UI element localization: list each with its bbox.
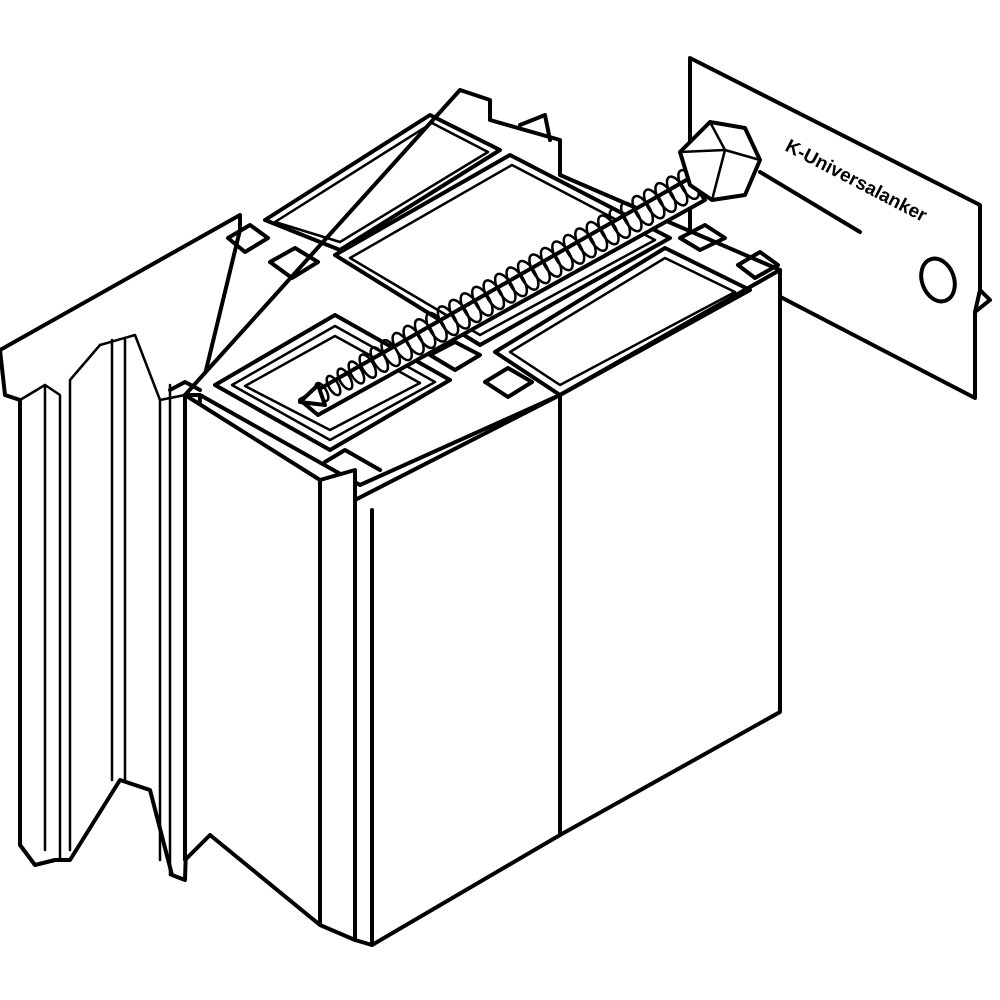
thread-ring bbox=[336, 367, 354, 391]
thread-ring bbox=[413, 318, 437, 350]
thread-ring bbox=[539, 246, 563, 278]
thread-ring bbox=[471, 285, 494, 317]
thread-ring bbox=[358, 353, 378, 379]
thread-ring bbox=[448, 298, 471, 330]
thread-ring bbox=[597, 214, 620, 246]
hex-head bbox=[678, 120, 762, 202]
anchor-plate-slot bbox=[758, 170, 862, 234]
frame-screw bbox=[298, 120, 762, 417]
thread-ring bbox=[493, 272, 517, 304]
frame-body bbox=[183, 88, 782, 947]
thread-ring bbox=[665, 175, 689, 207]
thread-ring bbox=[516, 259, 540, 291]
thread-ring bbox=[347, 360, 366, 385]
anchor-plate-hole bbox=[919, 256, 957, 304]
thread-ring bbox=[619, 201, 643, 233]
left-profile bbox=[0, 213, 242, 882]
anchor-plate: K-Universalanker bbox=[688, 56, 992, 400]
thread-ring bbox=[574, 227, 597, 259]
thread-ring bbox=[642, 188, 666, 220]
thread-ring bbox=[325, 374, 342, 397]
frame-chambers bbox=[168, 113, 780, 472]
